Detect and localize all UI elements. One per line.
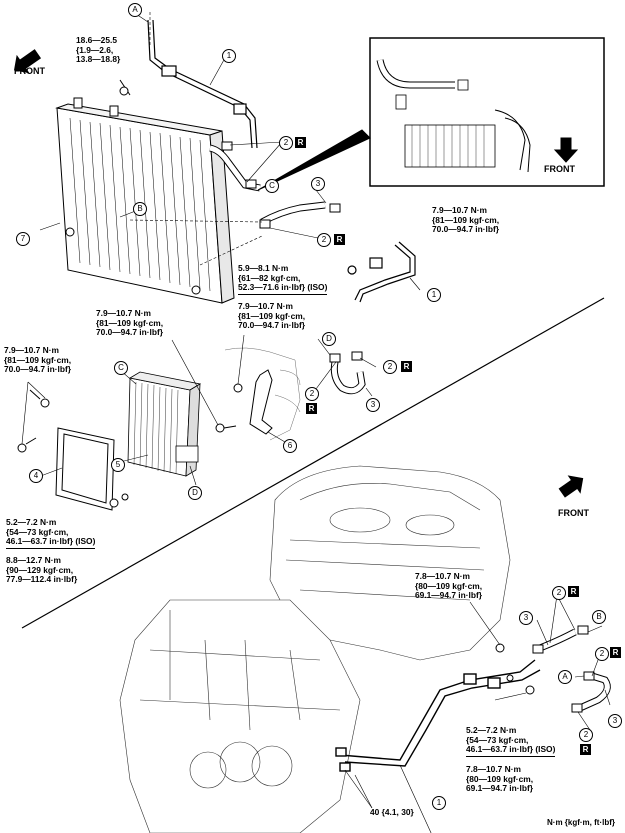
torque-spec-cooler: 7.9—10.7 N·m{81—109 kgf·cm,70.0—94.7 in·… xyxy=(96,308,164,338)
point-d-cooler: D xyxy=(188,486,202,500)
front-arrow-top xyxy=(13,49,42,74)
replace-mark-2: R xyxy=(334,234,345,245)
torque-spec-lower-top: 7.8—10.7 N·m{80—109 kgf·cm,69.1—94.7 in·… xyxy=(415,571,483,601)
torque-spec-top: 18.6—25.5{1.9—2.6,13.8—18.8} xyxy=(76,35,121,65)
oil-cooler xyxy=(127,371,202,477)
part-2-callout-g: 2 xyxy=(579,728,593,742)
part-3-callout-d: 3 xyxy=(608,714,622,728)
part-5-callout: 5 xyxy=(111,458,125,472)
part-6-callout: 6 xyxy=(283,439,297,453)
hose-3-right-b xyxy=(571,671,611,713)
point-c-hose: C xyxy=(265,179,279,193)
oil-cooler-pipe-lower xyxy=(335,659,541,772)
front-label-top: FRONT xyxy=(14,66,45,76)
torque-spec-iso-bottom-left: 5.2—7.2 N·m{54—73 kgf·cm,46.1—63.7 in·lb… xyxy=(6,517,96,549)
hose-3-right-a xyxy=(532,625,589,654)
front-label-bottom: FRONT xyxy=(558,508,589,518)
replace-mark-3: R xyxy=(306,403,317,414)
point-b-radiator: B xyxy=(133,202,147,216)
point-b-lower: B xyxy=(592,610,606,624)
torque-spec-nut: 8.8—12.7 N·m{90—129 kgf·cm,77.9—112.4 in… xyxy=(6,555,78,585)
part-1-callout-top: 1 xyxy=(222,49,236,63)
oil-cooler-pipe-upper xyxy=(147,19,258,149)
part-3-callout-a: 3 xyxy=(311,177,325,191)
engine-block xyxy=(269,465,511,661)
part-7-callout: 7 xyxy=(16,232,30,246)
part-2-callout-e: 2 xyxy=(552,586,566,600)
replace-mark-6: R xyxy=(610,647,621,658)
section-divider xyxy=(21,297,605,629)
point-c-cooler: C xyxy=(114,361,128,375)
front-arrow-bottom xyxy=(558,475,584,498)
torque-spec-pipe-fitting: 40 {4.1, 30} xyxy=(370,807,414,817)
torque-spec-left: 7.9—10.7 N·m{81—109 kgf·cm,70.0—94.7 in·… xyxy=(4,345,72,375)
torque-spec-pipe-right: 7.9—10.7 N·m{81—109 kgf·cm,70.0—94.7 in·… xyxy=(432,205,500,235)
part-3-callout-b: 3 xyxy=(366,398,380,412)
torque-spec-lower-bottom: 7.8—10.7 N·m{80—109 kgf·cm,69.1—94.7 in·… xyxy=(466,764,534,794)
torque-spec-bracket: 7.9—10.7 N·m{81—109 kgf·cm,70.0—94.7 in·… xyxy=(238,301,306,331)
cover-plate-4 xyxy=(55,427,115,511)
units-note: N·m {kgf·m, ft·lbf} xyxy=(547,818,615,827)
point-a-top: A xyxy=(128,3,142,17)
point-a-lower: A xyxy=(558,670,572,684)
radiator xyxy=(55,97,235,304)
part-1-callout-right: 1 xyxy=(427,288,441,302)
part-2-callout-a: 2 xyxy=(279,136,293,150)
oil-cooler-pipe-right xyxy=(347,241,416,303)
point-d-hose: D xyxy=(322,332,336,346)
part-3-callout-c: 3 xyxy=(519,611,533,625)
hose-3-lower xyxy=(329,351,366,395)
replace-mark-1: R xyxy=(295,137,306,148)
engine-fragment-mid xyxy=(224,347,301,441)
part-2-callout-d: 2 xyxy=(383,360,397,374)
replace-mark-5: R xyxy=(568,586,579,597)
front-arrow-inset xyxy=(553,137,579,163)
lower-bolts xyxy=(495,643,535,695)
torque-spec-iso-lower: 5.2—7.2 N·m{54—73 kgf·cm,46.1—63.7 in·lb… xyxy=(466,725,556,757)
inset-radiator xyxy=(376,59,531,173)
front-label-inset: FRONT xyxy=(544,164,575,174)
part-2-callout-f: 2 xyxy=(595,647,609,661)
torque-spec-iso-mid: 5.9—8.1 N·m{61—82 kgf·cm,52.3—71.6 in·lb… xyxy=(238,263,328,295)
bolt-top xyxy=(119,79,131,96)
bracket-6 xyxy=(249,369,273,435)
part-1-callout-bottom: 1 xyxy=(432,796,446,810)
part-2-callout-c: 2 xyxy=(305,387,319,401)
mid-bolts xyxy=(17,383,243,508)
replace-mark-7: R xyxy=(580,744,591,755)
replace-mark-4: R xyxy=(401,361,412,372)
part-2-callout-b: 2 xyxy=(317,233,331,247)
transmission-housing xyxy=(119,599,361,833)
part-4-callout: 4 xyxy=(29,469,43,483)
